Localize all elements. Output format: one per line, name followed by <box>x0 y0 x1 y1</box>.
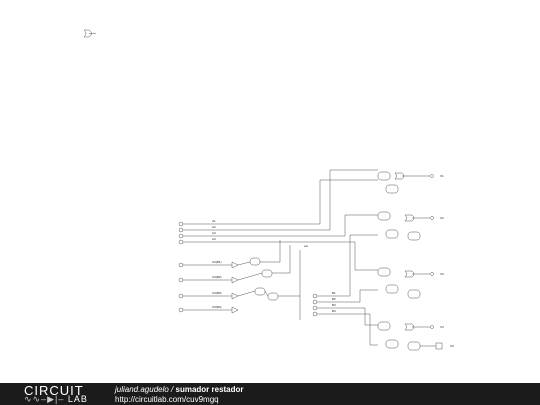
switch-a1[interactable] <box>178 221 184 227</box>
breadcrumb: juliand.agudelo / sumador restador <box>115 385 244 394</box>
label-a4: A4 <box>212 237 216 241</box>
label-b1: B1 <box>332 291 336 295</box>
user-link[interactable]: juliand.agudelo <box>115 385 169 394</box>
label-c4: C0(B4) <box>212 305 222 309</box>
output-x4: X4 <box>440 325 444 329</box>
label-a2: A2 <box>212 225 216 229</box>
label-c3: C0(B3) <box>212 291 222 295</box>
circuitlab-logo-bottom: ∿∿–▶|– LAB <box>24 395 88 404</box>
switch-a2[interactable] <box>178 227 184 233</box>
b-inputs-group: B1 B2 B3 B4 <box>299 291 340 320</box>
label-a1: A1 <box>212 219 216 223</box>
mux-note: sel <box>304 244 308 248</box>
waveform-icon: ∿∿–▶|– <box>24 394 65 404</box>
adder-stage-1: X1 <box>377 171 444 194</box>
label-b4: B4 <box>332 309 336 313</box>
bus-wires <box>300 169 378 346</box>
switch-c3[interactable] <box>178 293 184 299</box>
label-b2: B2 <box>332 297 336 301</box>
middle-gates: sel <box>237 240 308 301</box>
switch-a4[interactable] <box>178 239 184 245</box>
switch-a3[interactable] <box>178 233 184 239</box>
switch-b1[interactable] <box>312 293 318 299</box>
label-c1: C0(B1) <box>212 260 222 264</box>
switch-c1[interactable] <box>178 262 184 268</box>
output-x2: X2 <box>440 216 444 220</box>
project-title[interactable]: sumador restador <box>175 385 244 394</box>
footer-bar: CIRCUIT ∿∿–▶|– LAB juliand.agudelo / sum… <box>0 383 540 405</box>
circuit-url[interactable]: http://circuitlab.com/cuv9mgq <box>115 395 219 404</box>
switch-b3[interactable] <box>312 305 318 311</box>
a-inputs-group: A1 A2 A3 A4 <box>178 219 300 245</box>
schematic-canvas[interactable]: A1 A2 A3 A4 C0(B1) C0(B2) C0(B3) C0(B4) <box>0 0 540 383</box>
adder-stage-4: X4 C0 <box>377 321 454 351</box>
output-x1: X1 <box>440 174 444 178</box>
output-c0: C0 <box>450 344 454 348</box>
switch-c4[interactable] <box>178 307 184 313</box>
switch-c2[interactable] <box>178 277 184 283</box>
adder-stage-2: X2 <box>377 211 444 241</box>
circuitlab-logo-top[interactable]: CIRCUIT <box>24 383 84 398</box>
c-inputs-group: C0(B1) C0(B2) C0(B3) C0(B4) <box>178 260 239 314</box>
logo-bottom-text: LAB <box>67 394 88 404</box>
label-c2: C0(B2) <box>212 275 222 279</box>
stray-or-gate[interactable] <box>83 29 96 38</box>
switch-b4[interactable] <box>312 311 318 317</box>
label-a3: A3 <box>212 231 216 235</box>
output-x3: X3 <box>440 272 444 276</box>
label-b3: B3 <box>332 303 336 307</box>
switch-b2[interactable] <box>312 299 318 305</box>
breadcrumb-separator: / <box>168 385 176 394</box>
adder-stage-3: X3 <box>377 267 444 299</box>
